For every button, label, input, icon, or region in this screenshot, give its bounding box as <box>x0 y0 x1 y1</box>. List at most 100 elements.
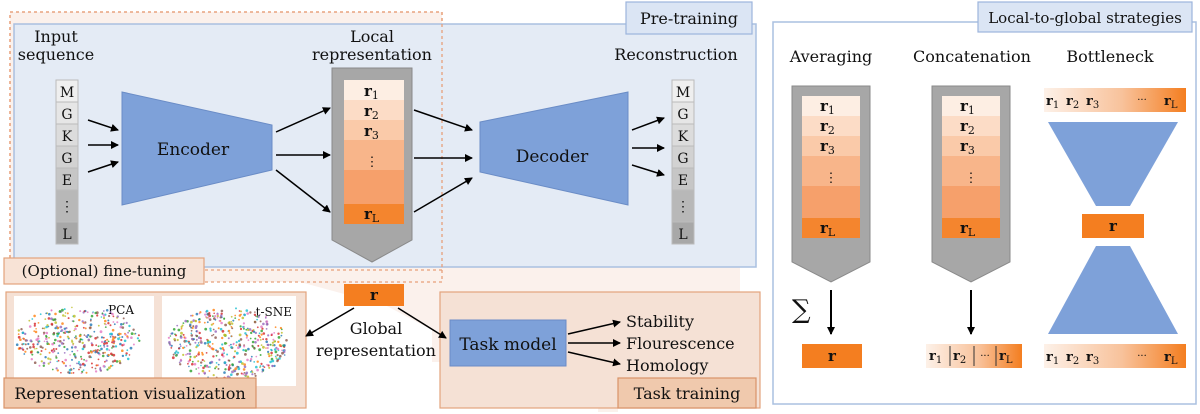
scatter-point <box>82 326 85 329</box>
scatter-point <box>244 332 247 335</box>
scatter-point <box>43 327 46 330</box>
scatter-point <box>104 319 107 323</box>
scatter-point <box>239 325 242 328</box>
scatter-point <box>193 355 196 359</box>
scatter-point <box>50 309 53 312</box>
scatter-point <box>94 351 97 354</box>
scatter-point <box>243 345 246 348</box>
scatter-point <box>260 362 263 365</box>
scatter-point <box>108 314 111 318</box>
svg-text:r1: r1 <box>364 82 379 102</box>
svg-text:r1: r1 <box>1046 350 1059 367</box>
scatter-point <box>57 359 60 362</box>
scatter-point <box>91 366 94 369</box>
scatter-point <box>112 315 115 318</box>
scatter-point <box>30 358 33 361</box>
finetune-title-box <box>3 257 205 285</box>
vector-dots: ⋮ <box>366 155 379 170</box>
output-arrows <box>631 116 665 177</box>
svg-text:r1: r1 <box>929 349 942 366</box>
input-arrows <box>87 119 119 173</box>
scatter-point <box>195 346 198 349</box>
scatter-point <box>197 336 201 340</box>
scatter-point <box>188 365 190 368</box>
svg-text:r3: r3 <box>960 137 975 157</box>
scatter-point <box>271 364 274 367</box>
scatter-point <box>259 339 262 341</box>
scatter-point <box>71 350 74 353</box>
scatter-point <box>180 331 183 335</box>
scatter-point <box>212 333 215 336</box>
scatter-point <box>56 369 59 372</box>
scatter-point <box>72 314 76 318</box>
output-residue: E <box>678 173 688 189</box>
scatter-point <box>205 352 208 354</box>
scatter-point <box>225 364 228 366</box>
scatter-point <box>58 344 61 347</box>
concatenation-output: r1 r2 ··· rL <box>926 344 1022 368</box>
scatter-point <box>57 340 60 343</box>
scatter-point <box>121 344 124 347</box>
encoder-arrows <box>275 107 331 213</box>
scatter-point <box>201 369 205 373</box>
scatter-point <box>231 327 234 330</box>
scatter-point <box>203 360 206 362</box>
scatter-point <box>27 342 30 346</box>
scatter-point <box>71 358 73 361</box>
scatter-point <box>237 367 241 371</box>
task-training-title: Task training <box>634 384 741 403</box>
scatter-point <box>274 350 278 354</box>
svg-text:r3: r3 <box>1086 94 1099 111</box>
scatter-point <box>31 318 34 320</box>
scatter-point <box>111 312 114 316</box>
scatter-point <box>235 372 239 376</box>
scatter-point <box>88 355 92 359</box>
scatter-point <box>212 328 215 331</box>
scatter-point <box>200 361 203 364</box>
scatter-point <box>103 344 105 347</box>
scatter-point <box>212 315 214 317</box>
svg-text:r1: r1 <box>1046 94 1059 111</box>
scatter-point <box>263 366 266 368</box>
scatter-point <box>46 340 49 343</box>
scatter-point <box>111 364 114 367</box>
scatter-point <box>254 365 258 369</box>
scatter-point <box>246 312 249 315</box>
scatter-point <box>71 339 73 342</box>
scatter-point <box>218 319 221 322</box>
scatter-point <box>244 353 247 356</box>
svg-text:···: ··· <box>980 351 990 362</box>
scatter-point <box>198 318 200 321</box>
scatter-point <box>203 321 206 324</box>
scatter-point <box>233 369 237 373</box>
scatter-point <box>253 320 257 324</box>
scatter-point <box>45 335 48 338</box>
svg-text:r2: r2 <box>960 117 975 137</box>
scatter-point <box>86 311 89 314</box>
scatter-point <box>116 321 119 324</box>
scatter-point <box>29 351 33 354</box>
scatter-point <box>42 361 46 365</box>
scatter-point <box>179 345 182 347</box>
scatter-point <box>94 311 97 315</box>
scatter-point <box>185 353 187 356</box>
scatter-point <box>237 339 241 343</box>
scatter-point <box>268 355 271 358</box>
scatter-point <box>125 352 128 355</box>
svg-text:rL: rL <box>999 349 1013 366</box>
scatter-point <box>238 318 240 321</box>
scatter-point <box>221 343 224 346</box>
scatter-point <box>239 327 243 331</box>
scatter-point <box>274 355 277 358</box>
scatter-point <box>184 319 187 323</box>
scatter-point <box>82 369 85 371</box>
scatter-point <box>121 349 124 353</box>
scatter-point <box>113 341 115 344</box>
scatter-point <box>100 336 104 339</box>
global-label-line1: Global <box>350 319 402 338</box>
scatter-point <box>217 363 220 366</box>
scatter-point <box>254 311 256 313</box>
scatter-point <box>187 362 189 365</box>
scatter-point <box>109 336 112 338</box>
scatter-point <box>262 365 264 367</box>
